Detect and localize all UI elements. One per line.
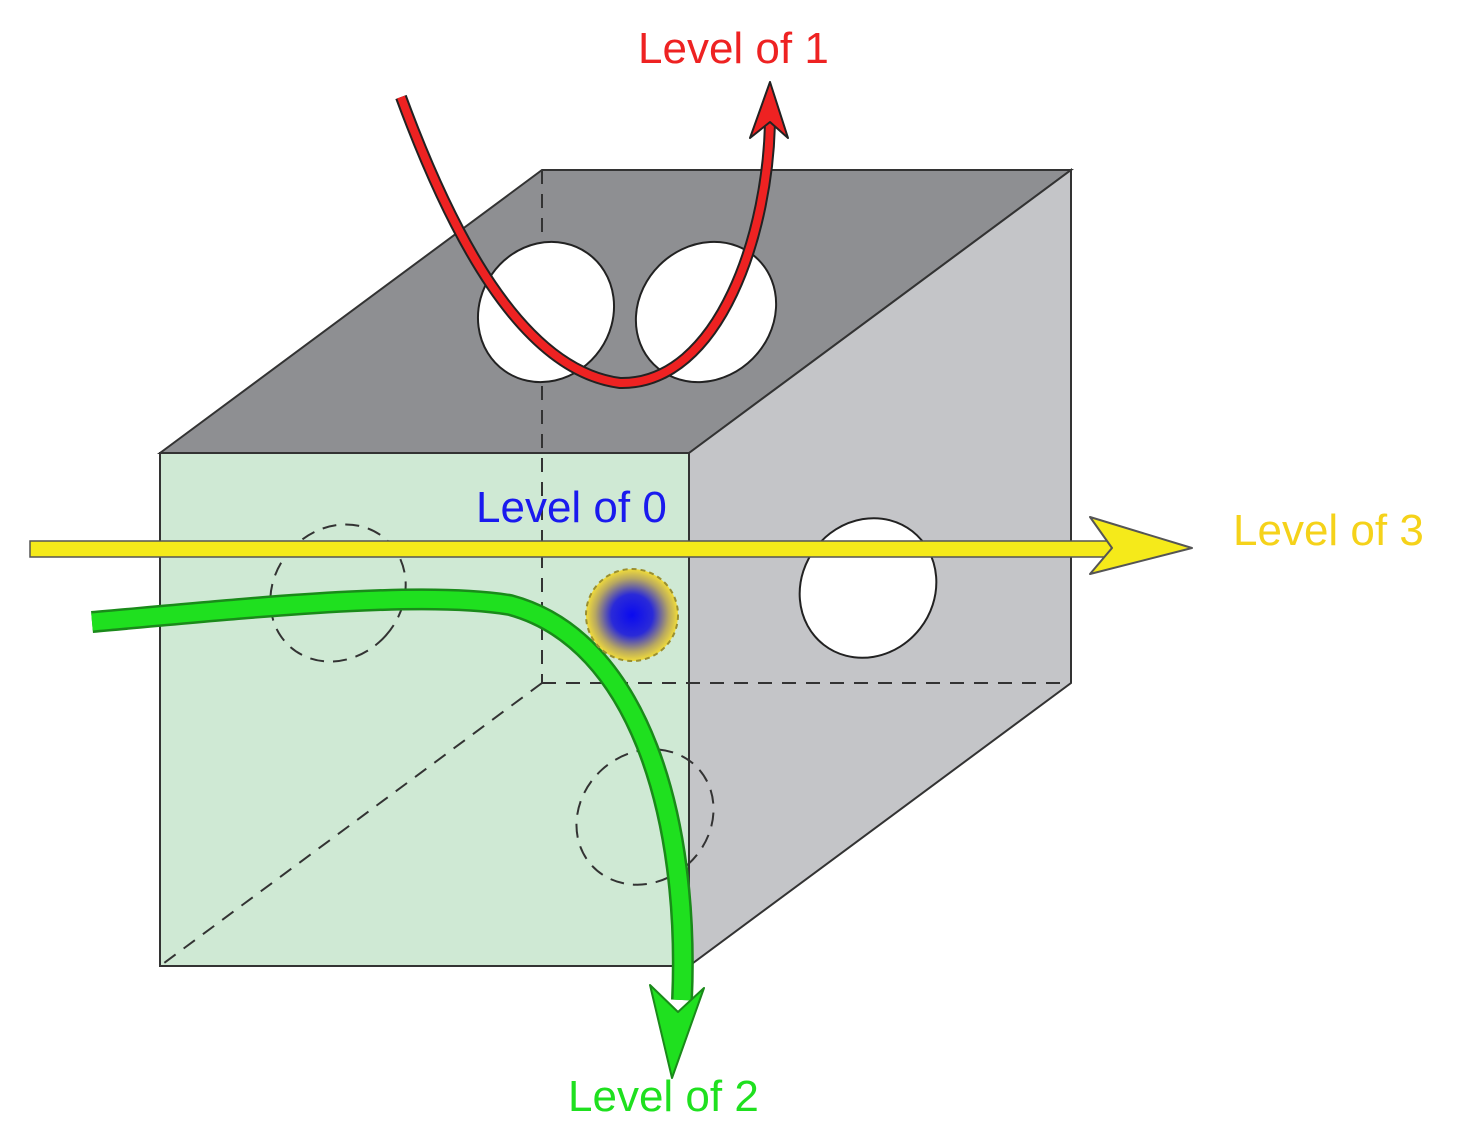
level2-arrowhead [649,984,705,1079]
level0-label: Level of 0 [476,483,667,532]
hidden-hole-bottom [575,748,715,886]
level1-arrowhead [749,81,789,139]
top-hole-left [476,240,616,384]
level3-shaft [29,540,1113,558]
level2-label: Level of 2 [568,1072,759,1121]
level0-particle [585,568,679,662]
level3-label: Level of 3 [1233,506,1424,555]
level3-arrowhead [1089,516,1193,575]
level1-label: Level of 1 [638,24,829,73]
